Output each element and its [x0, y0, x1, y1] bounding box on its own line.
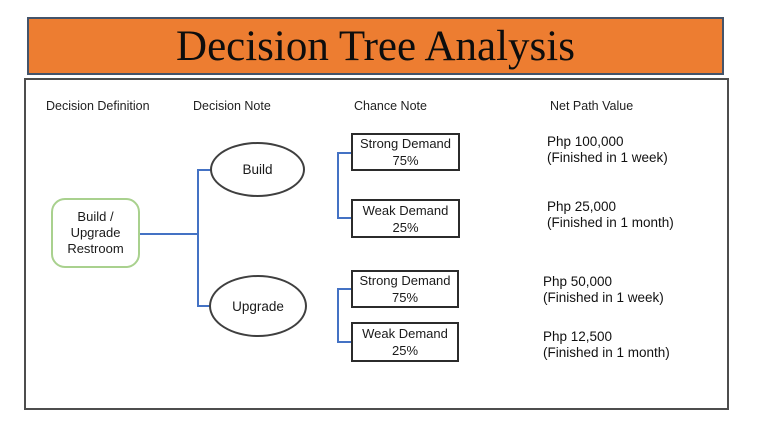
- chance-box-build-weak-name: Weak Demand: [362, 202, 449, 218]
- chance-box-upgrade-weak-name: Weak Demand: [362, 326, 448, 341]
- connector-build-bracket-vertical: [337, 152, 339, 219]
- column-header-decision-definition: Decision Definition: [46, 99, 150, 113]
- net-path-value-upgrade-strong: Php 50,000 (Finished in 1 week): [543, 274, 664, 306]
- chance-box-upgrade-strong: Strong Demand 75%: [351, 270, 459, 308]
- decision-ellipse-upgrade: Upgrade: [209, 275, 307, 337]
- root-node-line3: Restroom: [67, 241, 124, 256]
- chance-box-upgrade-weak-probability: 25%: [391, 343, 419, 358]
- decision-ellipse-build: Build: [210, 142, 305, 197]
- net-path-value-build-weak-amount: Php 25,000: [547, 199, 617, 214]
- root-node-build-upgrade-restroom: Build / Upgrade Restroom: [51, 198, 140, 268]
- connector-upgrade-weak-stub: [337, 341, 351, 343]
- decision-ellipse-upgrade-label: Upgrade: [232, 298, 284, 314]
- connector-build-strong-stub: [337, 152, 351, 154]
- chance-box-build-weak-probability: 25%: [392, 219, 419, 235]
- chance-box-build-strong: Strong Demand 75%: [351, 133, 460, 171]
- connector-upgrade-stub: [197, 305, 210, 307]
- connector-build-stub: [197, 169, 211, 171]
- connector-upgrade-strong-stub: [337, 288, 351, 290]
- chance-box-build-weak: Weak Demand 25%: [351, 199, 460, 238]
- connector-trunk-vertical: [197, 169, 199, 307]
- connector-root-horizontal: [140, 233, 198, 235]
- connector-upgrade-bracket-vertical: [337, 288, 339, 343]
- root-node-line2: Upgrade: [70, 225, 121, 240]
- net-path-value-upgrade-weak-amount: Php 12,500: [543, 329, 613, 344]
- column-header-decision-note: Decision Note: [193, 99, 271, 113]
- net-path-value-build-weak-note: (Finished in 1 month): [547, 215, 674, 230]
- net-path-value-build-weak: Php 25,000 (Finished in 1 month): [547, 199, 674, 231]
- column-header-chance-note: Chance Note: [354, 99, 427, 113]
- net-path-value-upgrade-strong-amount: Php 50,000: [543, 274, 613, 289]
- chance-box-upgrade-strong-probability: 75%: [391, 290, 419, 305]
- root-node-line1: Build /: [77, 209, 114, 224]
- net-path-value-upgrade-weak: Php 12,500 (Finished in 1 month): [543, 329, 670, 361]
- connector-build-weak-stub: [337, 217, 351, 219]
- net-path-value-build-strong-note: (Finished in 1 week): [547, 150, 668, 165]
- net-path-value-upgrade-strong-note: (Finished in 1 week): [543, 290, 664, 305]
- chance-box-build-strong-name: Strong Demand: [359, 136, 452, 151]
- net-path-value-upgrade-weak-note: (Finished in 1 month): [543, 345, 670, 360]
- decision-ellipse-build-label: Build: [242, 162, 273, 177]
- chance-box-upgrade-weak: Weak Demand 25%: [351, 322, 459, 362]
- chance-box-build-strong-probability: 75%: [392, 153, 419, 168]
- page-title: Decision Tree Analysis: [176, 22, 575, 70]
- chance-box-upgrade-strong-name: Strong Demand: [359, 273, 451, 288]
- title-banner: Decision Tree Analysis: [27, 17, 724, 75]
- column-header-net-path-value: Net Path Value: [550, 99, 634, 113]
- net-path-value-build-strong-amount: Php 100,000: [547, 134, 624, 149]
- net-path-value-build-strong: Php 100,000 (Finished in 1 week): [547, 134, 668, 166]
